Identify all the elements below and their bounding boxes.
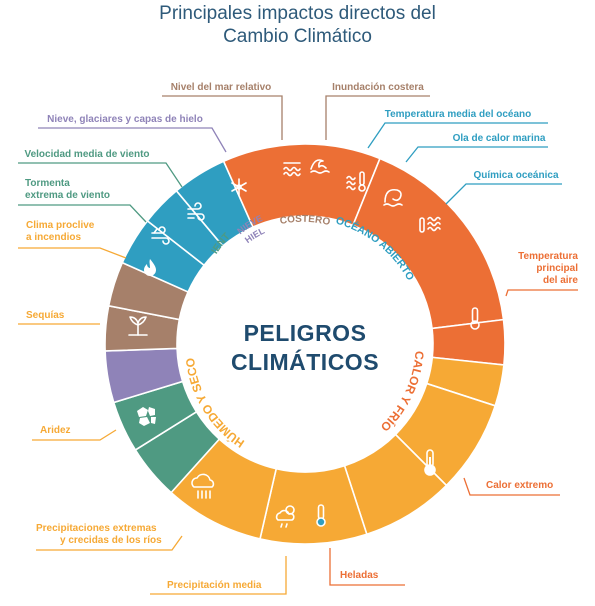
cold-thermometer-icon	[316, 504, 326, 527]
label-sequias: Sequías	[26, 310, 65, 321]
label-precip-extremas-line-2: y crecidas de los ríos	[60, 535, 162, 546]
wave-icon	[310, 159, 330, 174]
label-quimica-oceanica: Química oceánica	[473, 170, 558, 181]
label-ola-calor-marina: Ola de calor marina	[453, 133, 546, 144]
thermometer-icon	[470, 307, 480, 330]
center-line-1: PELIGROS	[244, 320, 367, 346]
hot-thermometer-icon	[424, 449, 436, 476]
leader-calor-extremo	[463, 477, 560, 496]
wind-icon	[187, 202, 205, 221]
label-calor-extremo: Calor extremo	[486, 480, 553, 491]
label-aridez: Aridez	[40, 425, 71, 436]
label-nieve-glaciares: Nieve, glaciares y capas de hielo	[47, 114, 203, 125]
center-line-2: CLIMÁTICOS	[231, 348, 379, 375]
label-clima-incendios-line-1: Clima proclive	[26, 220, 95, 231]
storm-wind-icon	[151, 226, 170, 245]
sea-level-icon	[283, 162, 301, 177]
leader-temp-aire	[505, 289, 578, 297]
leader-velocidad-viento	[18, 162, 183, 188]
leader-ola-calor	[405, 146, 548, 163]
category-costero: COSTERO	[279, 214, 331, 228]
leader-incendios	[18, 247, 127, 259]
drought-icon	[128, 316, 148, 336]
label-velocidad-viento: Velocidad media de viento	[24, 149, 149, 160]
hazard-ring	[104, 143, 506, 545]
leader-quimica	[445, 183, 562, 205]
aridity-icon	[137, 407, 156, 426]
label-nivel-mar: Nivel del mar relativo	[171, 82, 272, 93]
ocean-chemistry-icon	[419, 216, 441, 233]
snowflake-icon	[231, 178, 247, 196]
leader-inundacion	[325, 95, 430, 140]
marine-heatwave-icon	[383, 188, 403, 207]
label-temp-aire-line-2: principal	[536, 263, 578, 274]
leader-nivel-mar	[162, 95, 283, 140]
leader-tormenta	[18, 204, 147, 223]
label-inundacion: Inundación costera	[332, 82, 424, 93]
center-disc	[177, 216, 433, 472]
label-tormenta-line-2: extrema de viento	[25, 190, 110, 201]
leader-nieve-glaciares	[38, 127, 227, 153]
ocean-temperature-icon	[346, 171, 366, 192]
label-tormenta-line-1: Tormenta	[25, 178, 70, 189]
label-clima-incendios-line-2: a incendios	[26, 232, 81, 243]
label-temp-oceano: Temperatura media del océano	[385, 109, 532, 120]
leader-temp-oceano	[367, 122, 548, 149]
label-precip-media: Precipitación media	[167, 580, 262, 591]
title: Principales impactos directos del Cambio…	[0, 2, 595, 48]
fire-icon	[144, 259, 156, 276]
title-line-2: Cambio Climático	[223, 26, 372, 47]
leader-aridez	[32, 429, 117, 441]
heavy-rain-icon	[191, 473, 215, 499]
label-precip-extremas-line-1: Precipitaciones extremas	[36, 523, 157, 534]
leader-heladas	[329, 548, 405, 586]
leader-precip-media	[150, 556, 287, 595]
label-heladas: Heladas	[340, 570, 379, 581]
leader-lines	[18, 95, 578, 595]
leader-precip-extremas	[36, 535, 183, 551]
label-temp-aire-line-1: Temperatura	[518, 251, 578, 262]
label-temp-aire-line-3: del aire	[543, 275, 578, 286]
title-line-1: Principales impactos directos del	[159, 3, 436, 24]
sun-cloud-icon	[275, 505, 295, 528]
